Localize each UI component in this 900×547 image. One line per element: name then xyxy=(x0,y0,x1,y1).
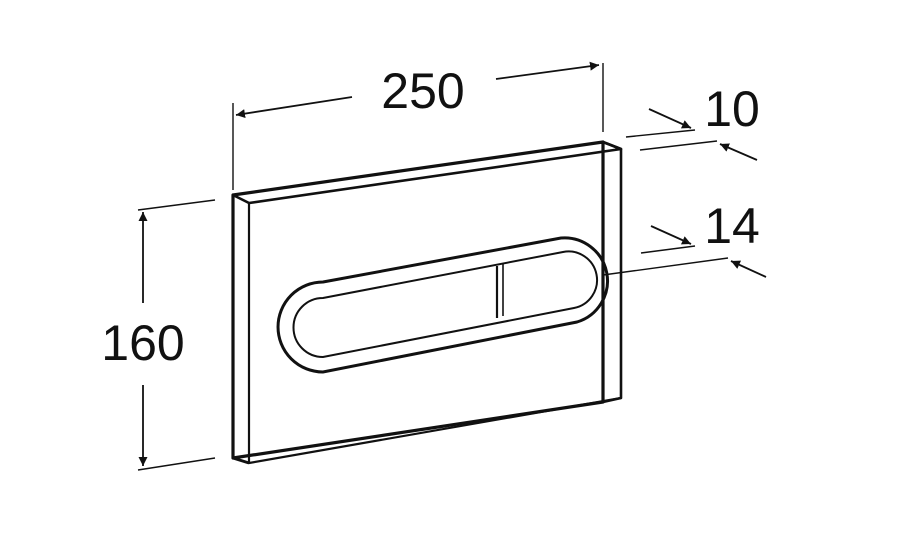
button-outer-outline xyxy=(276,236,609,374)
height-extension-top xyxy=(137,199,216,211)
thickness-arrow-1 xyxy=(648,108,692,129)
projection-arrow-2 xyxy=(730,260,767,278)
projection-label: 14 xyxy=(704,198,760,254)
dimension-width: 250 xyxy=(232,61,604,190)
dimension-projection: 14 xyxy=(602,198,767,278)
thickness-arrow-2 xyxy=(719,143,758,161)
projection-arrow-1 xyxy=(650,225,692,245)
thickness-extension-1 xyxy=(625,129,696,138)
thickness-extension-2 xyxy=(639,140,718,151)
button-inner-outline xyxy=(292,250,599,359)
plate-bottom-edge xyxy=(232,456,250,465)
plate-front-bevel xyxy=(247,203,622,465)
dimension-thickness: 10 xyxy=(625,81,760,161)
flush-plate xyxy=(231,140,623,465)
height-label: 160 xyxy=(101,315,184,371)
thickness-label: 10 xyxy=(704,81,760,137)
flush-button xyxy=(276,236,609,374)
width-arrow-right xyxy=(495,61,600,80)
height-extension-bottom xyxy=(137,457,216,471)
dimension-height: 160 xyxy=(101,199,216,471)
plate-top-edge xyxy=(232,140,623,205)
width-label: 250 xyxy=(381,63,464,119)
projection-extension-1 xyxy=(640,245,696,254)
width-arrow-left xyxy=(235,96,353,119)
projection-extension-2 xyxy=(602,257,729,276)
